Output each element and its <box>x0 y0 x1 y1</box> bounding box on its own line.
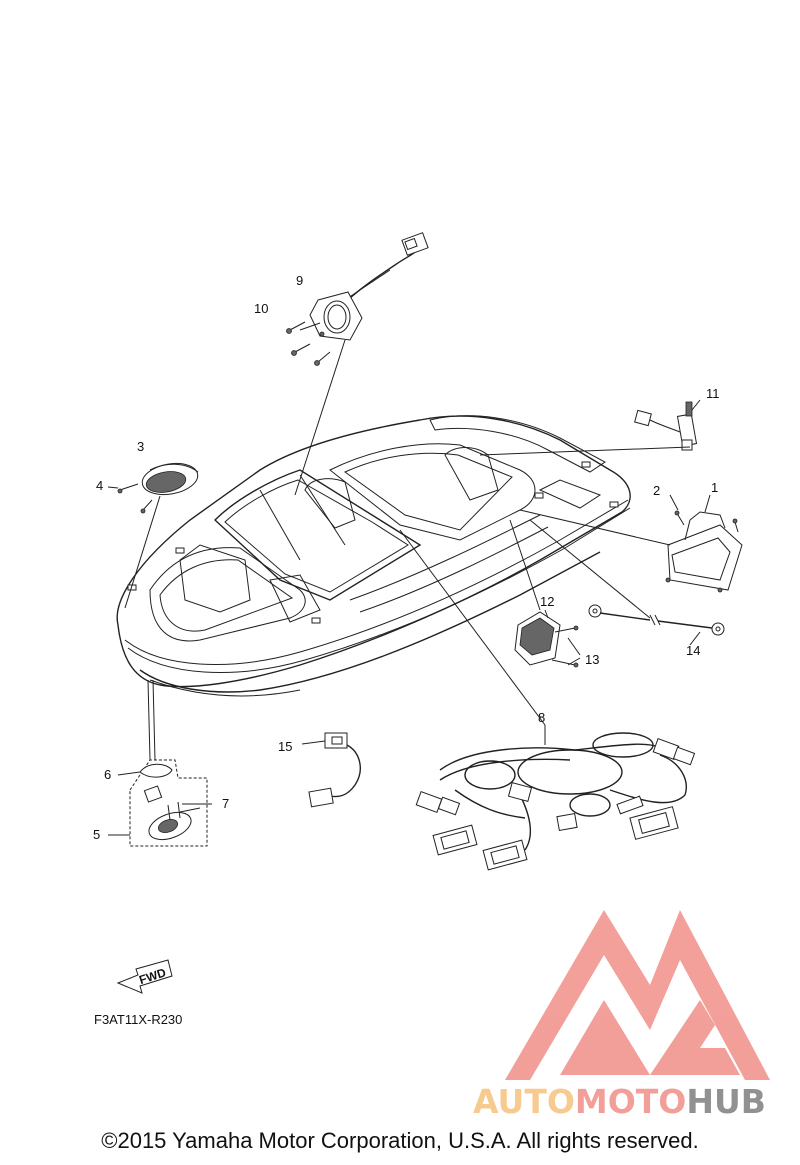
gauge-panel-part <box>286 232 429 496</box>
callout-3: 3 <box>137 439 144 454</box>
logo-word-moto: MOTO <box>575 1082 686 1121</box>
callout-10: 10 <box>254 301 268 316</box>
automotohub-logo: AUTOMOTOHUB <box>473 910 770 1121</box>
callout-14: 14 <box>686 643 700 658</box>
callout-4: 4 <box>96 478 103 493</box>
callout-7: 7 <box>222 796 229 811</box>
callout-2: 2 <box>653 483 660 498</box>
boat-hull-drawing <box>116 415 631 697</box>
relay-box-part <box>509 519 581 668</box>
sensor-part <box>479 399 701 456</box>
battery-cable-part <box>529 519 725 646</box>
callout-9: 9 <box>296 273 303 288</box>
bracket-part <box>519 494 743 593</box>
callout-11: 11 <box>706 386 720 401</box>
callout-1: 1 <box>711 480 718 495</box>
wiring-harness-part <box>399 529 696 871</box>
callout-12: 12 <box>540 594 554 609</box>
copyright-notice: ©2015 Yamaha Motor Corporation, U.S.A. A… <box>101 1128 699 1153</box>
callout-5: 5 <box>93 827 100 842</box>
courtesy-light-part <box>108 679 212 847</box>
speaker-part <box>107 462 199 609</box>
logo-word-auto: AUTO <box>473 1082 575 1121</box>
connector-lead-part <box>301 732 361 808</box>
diagram-code: F3AT11X-R230 <box>94 1012 182 1027</box>
logo-word-hub: HUB <box>686 1082 766 1121</box>
callout-13: 13 <box>585 652 599 667</box>
callout-6: 6 <box>104 767 111 782</box>
svg-text:AUTOMOTOHUB: AUTOMOTOHUB <box>473 1082 766 1121</box>
callout-8: 8 <box>538 710 545 725</box>
logo-mark-icon <box>505 910 770 1080</box>
forward-arrow-icon: FWD <box>116 959 173 994</box>
callout-15: 15 <box>278 739 292 754</box>
callout-labels: 1 2 3 4 5 6 7 8 9 10 11 12 13 14 15 <box>93 273 720 842</box>
